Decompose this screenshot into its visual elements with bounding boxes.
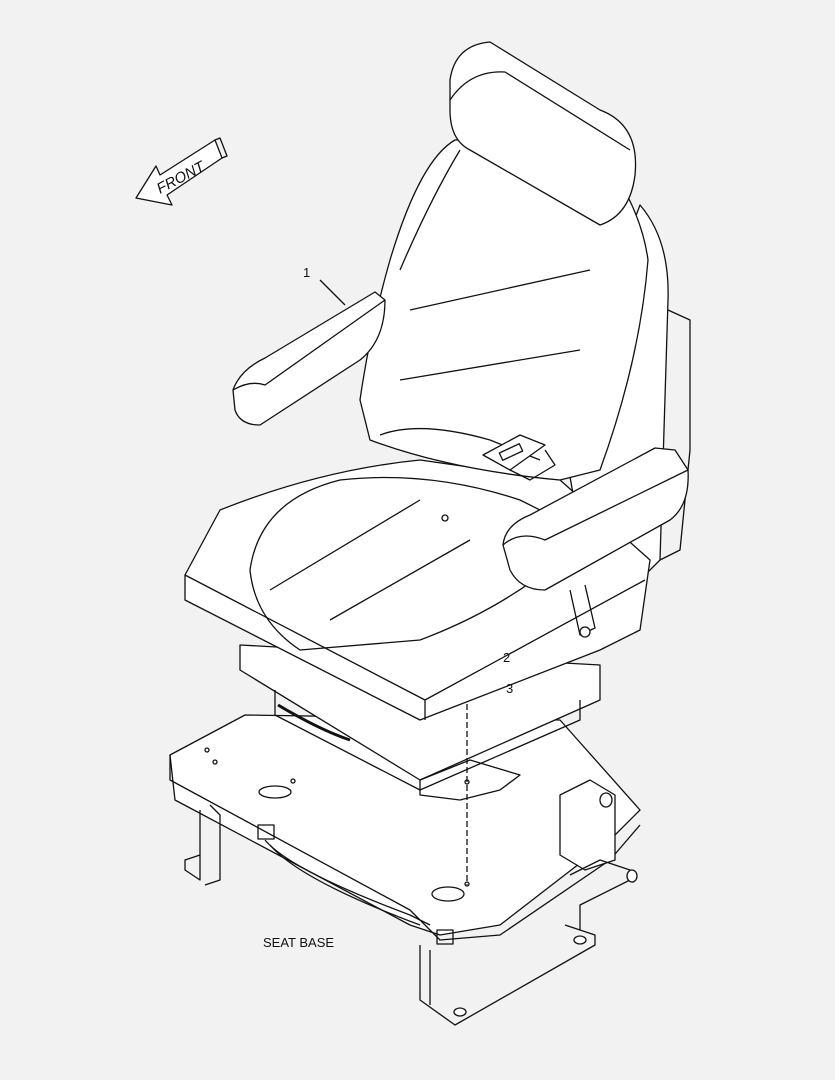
seat xyxy=(184,41,691,721)
callout-1: 1 xyxy=(303,265,311,280)
seat-base xyxy=(169,714,641,1026)
seat-base-label: SEAT BASE xyxy=(263,935,335,950)
front-arrow-icon: FRONT xyxy=(135,137,228,206)
callout-3: 3 xyxy=(506,681,514,696)
callout-2: 2 xyxy=(503,650,511,665)
